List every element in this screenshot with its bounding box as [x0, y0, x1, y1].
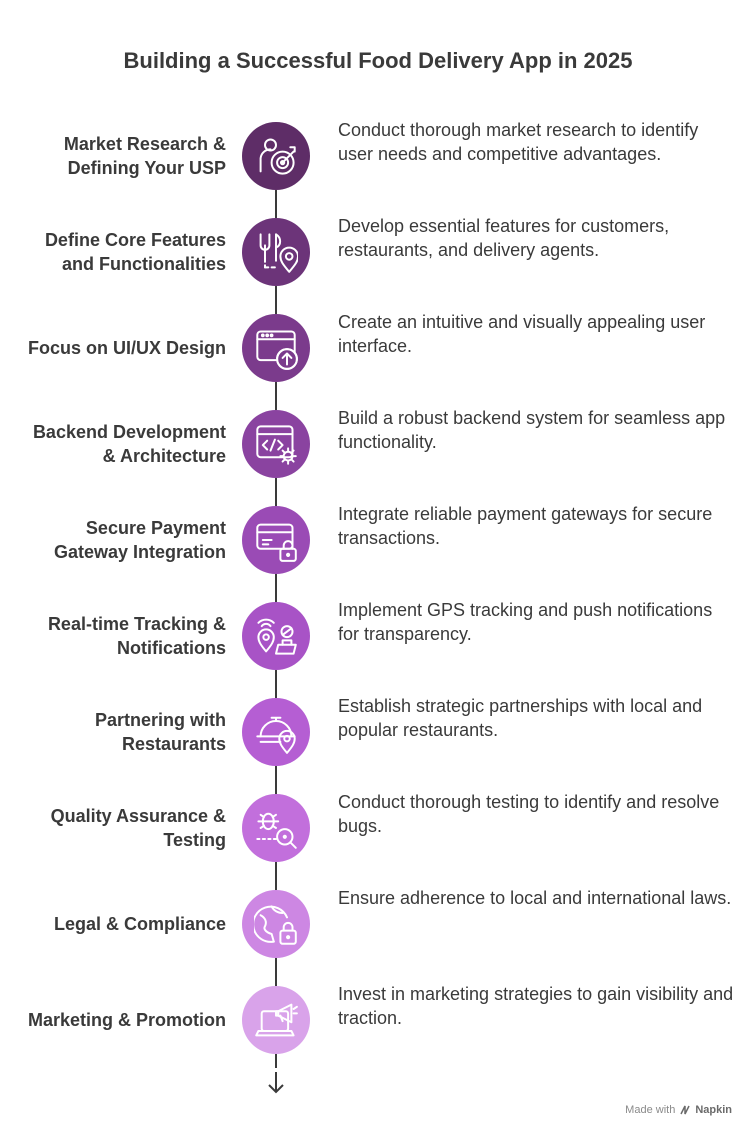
- step-circle: [242, 410, 310, 478]
- step-circle: [242, 986, 310, 1054]
- timeline-connector: [275, 286, 277, 314]
- timeline-connector: [275, 670, 277, 698]
- step-label: Real-time Tracking & Notifications: [47, 614, 226, 658]
- step-description: Build a robust backend system for seamle…: [338, 408, 726, 452]
- timeline-step: Market Research & Defining Your USP Condu…: [0, 108, 756, 204]
- step-description: Develop essential features for customers…: [338, 216, 670, 260]
- bug-search-icon: [256, 812, 297, 849]
- tracking-icon: [257, 618, 297, 655]
- step-description: Ensure adherence to local and internatio…: [338, 888, 732, 908]
- timeline-step: Backend Development & Architecture Build …: [0, 396, 756, 492]
- step-circle: [242, 602, 310, 670]
- arrow-down-icon: [268, 1072, 284, 1094]
- step-label: Focus on UI/UX Design: [27, 338, 226, 358]
- timeline-connector: [275, 478, 277, 506]
- footer-credit: Made with Napkin: [625, 1104, 732, 1116]
- step-description: Invest in marketing strategies to gain v…: [338, 984, 734, 1028]
- step-circle: [242, 698, 310, 766]
- step-circle: [242, 890, 310, 958]
- step-circle: [242, 794, 310, 862]
- step-label: Partnering with Restaurants: [94, 710, 226, 754]
- timeline-step: Legal & Compliance Ensure adherence to lo…: [0, 876, 756, 972]
- timeline-connector: [275, 190, 277, 218]
- step-label: Define Core Features and Functionalities: [44, 230, 226, 274]
- fork-location-icon: [259, 233, 298, 273]
- card-lock-icon: [256, 523, 297, 562]
- step-label: Quality Assurance & Testing: [50, 806, 226, 850]
- step-label: Marketing & Promotion: [27, 1010, 226, 1030]
- timeline-step: Marketing & Promotion Invest in marketing…: [0, 972, 756, 1068]
- globe-lock-icon: [254, 905, 297, 945]
- user-target-icon: [259, 138, 296, 175]
- step-label: Secure Payment Gateway Integration: [53, 518, 226, 562]
- footer-made-with: Made with: [625, 1104, 676, 1116]
- cloche-location-icon: [256, 716, 296, 754]
- step-circle: [242, 506, 310, 574]
- timeline-step: Partnering with Restaurants Establish str…: [0, 684, 756, 780]
- step-description: Establish strategic partnerships with lo…: [338, 696, 703, 740]
- code-gear-icon: [256, 425, 297, 465]
- timeline-connector: [275, 862, 277, 890]
- step-description: Conduct thorough testing to identify and…: [338, 792, 720, 836]
- step-label: Market Research & Defining Your USP: [63, 134, 226, 178]
- step-circle: [242, 218, 310, 286]
- timeline-step: Focus on UI/UX Design Create an intuitive…: [0, 300, 756, 396]
- napkin-logo-icon: [680, 1105, 690, 1115]
- timeline-connector: [275, 382, 277, 410]
- timeline-connector: [275, 574, 277, 602]
- timeline-connector: [275, 766, 277, 794]
- step-circle: [242, 122, 310, 190]
- step-description: Implement GPS tracking and push notifica…: [338, 600, 713, 644]
- timeline-step: Quality Assurance & Testing Conduct thoro…: [0, 780, 756, 876]
- step-description: Conduct thorough market research to iden…: [338, 120, 699, 164]
- page-title: Building a Successful Food Delivery App …: [123, 48, 633, 73]
- step-circle: [242, 314, 310, 382]
- timeline-step: Secure Payment Gateway Integration Integr…: [0, 492, 756, 588]
- step-label: Legal & Compliance: [53, 914, 226, 934]
- window-upload-icon: [256, 330, 298, 370]
- laptop-megaphone-icon: [255, 1003, 298, 1037]
- timeline-connector: [275, 1054, 277, 1068]
- timeline-step: Real-time Tracking & Notifications Implem…: [0, 588, 756, 684]
- step-description: Integrate reliable payment gateways for …: [338, 504, 713, 548]
- step-label: Backend Development & Architecture: [32, 422, 226, 466]
- timeline-connector: [275, 958, 277, 986]
- timeline-step: Define Core Features and Functionalities…: [0, 204, 756, 300]
- step-description: Create an intuitive and visually appeali…: [338, 312, 706, 356]
- footer-brand: Napkin: [695, 1104, 732, 1116]
